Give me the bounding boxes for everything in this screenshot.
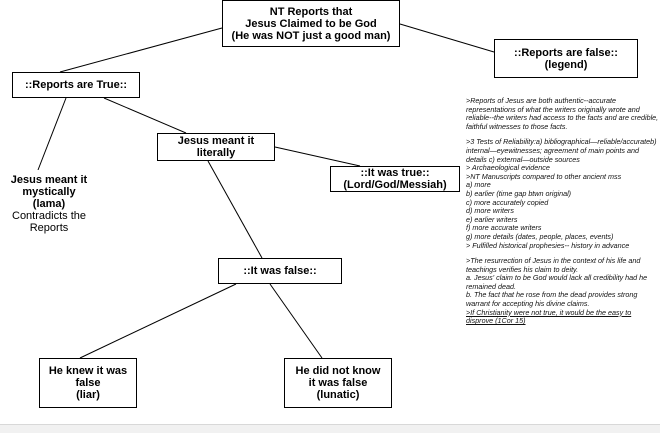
note-list-c: c) more accurately copied [466, 197, 549, 207]
note-list-g: g) more details (dates, people, places, … [466, 231, 614, 241]
mystically-sub-2: Reports [29, 222, 69, 234]
note-list-e: e) earlier writers [466, 214, 518, 224]
note-list-f: f) more accurate writers [466, 223, 542, 233]
mystically-line-1: Jesus meant it [10, 174, 88, 186]
mystically-line-3: (lama) [32, 198, 66, 210]
link-true-mystically [37, 97, 67, 171]
note-list-a: a) more [466, 180, 491, 190]
was-false-label: ::It was false:: [243, 265, 317, 277]
liar-node: He knew it was false (liar) [39, 358, 137, 408]
note-archaeology: > Archaeological evidence [466, 163, 550, 173]
liar-line-1: He knew it was [48, 365, 128, 377]
root-line-1: NT Reports that [269, 5, 353, 18]
note-resurrection: >The resurrection of Jesus in the contex… [466, 256, 641, 274]
root-node: NT Reports that Jesus Claimed to be God … [222, 0, 400, 47]
reports-false-node: ::Reports are false:: (legend) [494, 39, 638, 78]
link-root-true [59, 27, 223, 73]
note-manuscripts: >NT Manuscripts compared to other ancien… [466, 171, 622, 181]
literally-line-2: literally [196, 147, 236, 159]
lunatic-node: He did not know it was false (lunatic) [284, 358, 392, 408]
mystically-sub-1: Contradicts the [12, 210, 86, 222]
was-true-line-1: ::It was true:: [360, 167, 430, 179]
was-false-node: ::It was false:: [218, 258, 342, 284]
was-true-node: ::It was true:: (Lord/God/Messiah) [330, 166, 460, 192]
reports-true-node: ::Reports are True:: [12, 72, 140, 98]
literally-line-1: Jesus meant it [177, 135, 255, 147]
was-true-line-2: (Lord/God/Messiah) [343, 179, 447, 191]
root-line-2: Jesus Claimed to be God [245, 17, 377, 30]
link-root-false [399, 23, 495, 53]
notes-panel: >Reports of Jesus are both authentic--ac… [466, 96, 660, 326]
note-resurrection-a: a. Jesus' claim to be God would lack all… [466, 273, 648, 291]
lunatic-line-1: He did not know [295, 365, 381, 377]
root-line-3: (He was NOT just a good man) [231, 29, 391, 42]
lunatic-line-3: (lunatic) [316, 389, 360, 401]
link-literally-wastrue [274, 146, 361, 167]
mystically-line-2: mystically [22, 186, 76, 198]
note-tests-of-reliability: >3 Tests of Reliability:a) bibliographic… [466, 137, 657, 164]
reports-false-line-2: (legend) [544, 58, 588, 71]
note-list-b: b) earlier (time gap btwn original) [466, 188, 572, 198]
reports-false-line-1: ::Reports are false:: [514, 46, 618, 59]
bottom-edge-strip [0, 424, 660, 433]
lunatic-line-2: it was false [308, 377, 368, 389]
link-true-literally [103, 97, 187, 134]
reports-true-label: ::Reports are True:: [24, 79, 128, 91]
liar-line-2: false [75, 377, 101, 389]
note-prophecies: > Fulfilled historical prophesies-- hist… [466, 240, 630, 250]
link-literally-wasfalse [207, 160, 263, 259]
note-resurrection-b: b. The fact that he rose from the dead p… [466, 290, 638, 309]
note-list-d: d) more writers [466, 206, 514, 216]
mystically-node: Jesus meant it mystically (lama) Contrad… [3, 170, 95, 240]
note-reports-authentic: >Reports of Jesus are both authentic--ac… [466, 96, 659, 131]
link-wasfalse-lunatic [269, 283, 323, 359]
literally-node: Jesus meant it literally [157, 133, 275, 161]
note-disprove: >If Christianity were not true, it would… [466, 307, 632, 326]
liar-line-3: (liar) [76, 389, 100, 401]
link-wasfalse-liar [79, 283, 237, 359]
